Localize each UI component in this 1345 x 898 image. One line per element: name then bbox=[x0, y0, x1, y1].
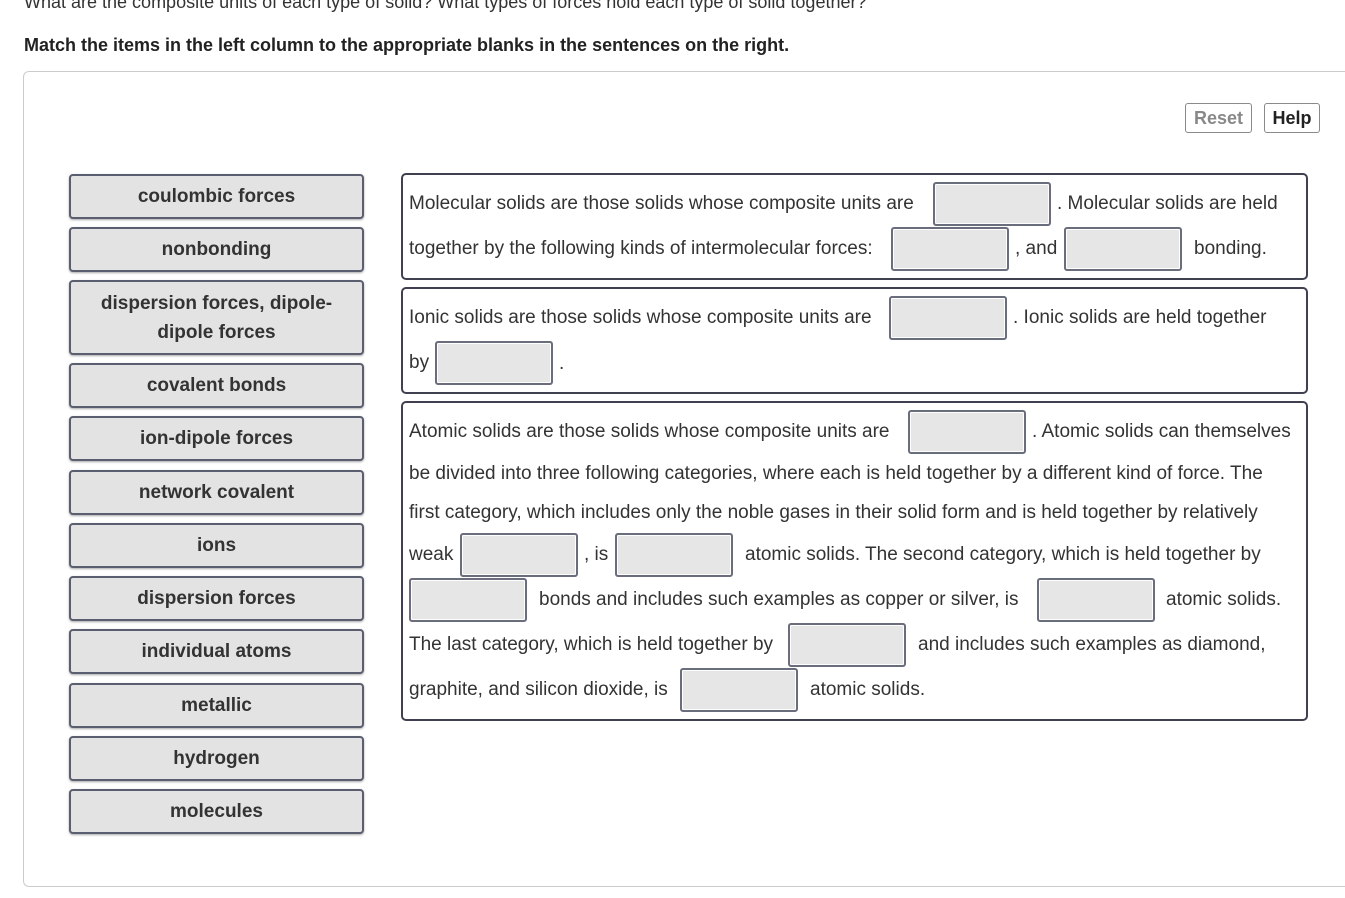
drop-target-third-category[interactable] bbox=[680, 668, 798, 712]
sentence-text: Ionic solids are those solids whose comp… bbox=[409, 307, 872, 328]
sentence-text: Atomic solids are those solids whose com… bbox=[409, 421, 890, 442]
label-metallic[interactable]: metallic bbox=[69, 683, 364, 728]
drop-target-first-category[interactable] bbox=[615, 533, 733, 577]
drop-target-second-category[interactable] bbox=[1037, 578, 1155, 622]
drop-target-second-force[interactable] bbox=[409, 578, 527, 622]
label-individual-atoms[interactable]: individual atoms bbox=[69, 629, 364, 674]
exercise-panel bbox=[23, 71, 1345, 887]
label-dispersion-dipole-dipole[interactable]: dispersion forces, dipole-dipole forces bbox=[69, 280, 364, 355]
drop-target-third-force[interactable] bbox=[788, 623, 906, 667]
instructions-text: Match the items in the left column to th… bbox=[24, 35, 790, 55]
sentence-text: atomic solids. bbox=[1166, 589, 1282, 610]
label-hydrogen[interactable]: hydrogen bbox=[69, 736, 364, 781]
sentence-text: weak bbox=[409, 544, 454, 565]
sentence-text: first category, which includes only the … bbox=[409, 502, 1258, 523]
drop-target-ionic-force[interactable] bbox=[435, 341, 553, 385]
sentence-text: , is bbox=[584, 544, 609, 565]
sentence-text: and includes such examples as diamond, bbox=[918, 634, 1266, 655]
label-ions[interactable]: ions bbox=[69, 523, 364, 568]
sentence-text: together by the following kinds of inter… bbox=[409, 238, 873, 259]
reset-button[interactable]: Reset bbox=[1185, 103, 1252, 133]
drop-target-atomic-units[interactable] bbox=[908, 410, 1026, 454]
label-network-covalent[interactable]: network covalent bbox=[69, 470, 364, 515]
label-ion-dipole-forces[interactable]: ion-dipole forces bbox=[69, 416, 364, 461]
sentence-text: The last category, which is held togethe… bbox=[409, 634, 774, 655]
sentence-text: . Molecular solids are held bbox=[1057, 193, 1278, 214]
sentence-text: bonds and includes such examples as copp… bbox=[539, 589, 1019, 610]
drop-target-molecular-units[interactable] bbox=[933, 182, 1051, 226]
drop-target-ionic-units[interactable] bbox=[889, 296, 1007, 340]
sentence-text: . Ionic solids are held together bbox=[1013, 307, 1267, 328]
drop-target-molecular-force-1[interactable] bbox=[891, 227, 1009, 271]
question-text: What are the composite units of each typ… bbox=[24, 0, 867, 12]
label-dispersion-forces[interactable]: dispersion forces bbox=[69, 576, 364, 621]
sentence-text: . bbox=[559, 353, 565, 374]
sentence-text: bonding. bbox=[1194, 238, 1267, 259]
label-nonbonding[interactable]: nonbonding bbox=[69, 227, 364, 272]
sentence-text: . Atomic solids can themselves bbox=[1032, 421, 1291, 442]
sentence-text: be divided into three following categori… bbox=[409, 463, 1263, 484]
label-covalent-bonds[interactable]: covalent bonds bbox=[69, 363, 364, 408]
help-button[interactable]: Help bbox=[1264, 103, 1320, 133]
label-coulombic-forces[interactable]: coulombic forces bbox=[69, 174, 364, 219]
drop-target-molecular-force-2[interactable] bbox=[1064, 227, 1182, 271]
sentence-text: , and bbox=[1015, 238, 1058, 259]
sentence-text: Molecular solids are those solids whose … bbox=[409, 193, 914, 214]
label-molecules[interactable]: molecules bbox=[69, 789, 364, 834]
sentence-text: atomic solids. The second category, whic… bbox=[745, 544, 1261, 565]
sentence-text: atomic solids. bbox=[810, 679, 926, 700]
sentence-text: by bbox=[409, 352, 430, 373]
drop-target-nonbonding-force[interactable] bbox=[460, 533, 578, 577]
sentence-text: graphite, and silicon dioxide, is bbox=[409, 679, 668, 700]
